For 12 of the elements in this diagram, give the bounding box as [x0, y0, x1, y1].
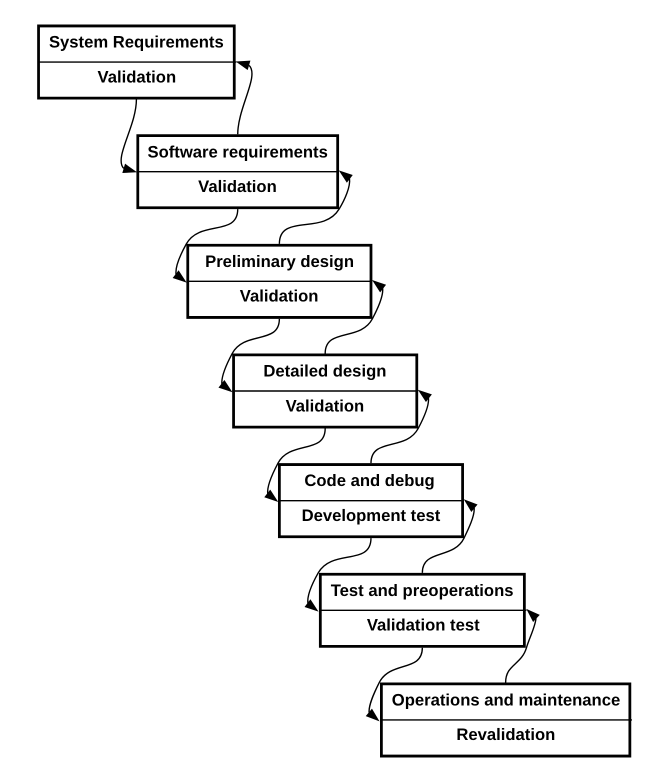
- arrow: [278, 170, 353, 244]
- arrow: [172, 209, 238, 283]
- arrow: [304, 538, 372, 612]
- arrow: [218, 318, 280, 392]
- arrow: [120, 99, 138, 174]
- arrow: [504, 608, 540, 683]
- arrow: [370, 390, 432, 464]
- arrow: [264, 428, 326, 502]
- arrow: [422, 499, 478, 573]
- arrow: [236, 60, 253, 134]
- arrow: [324, 280, 386, 354]
- arrow: [366, 648, 424, 722]
